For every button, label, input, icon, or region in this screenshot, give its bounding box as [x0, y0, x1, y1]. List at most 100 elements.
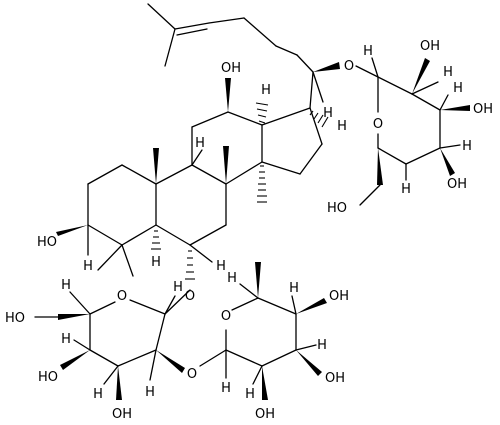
wedge-bond	[296, 350, 322, 376]
h-c3-label: H	[83, 259, 93, 274]
g2-oh2-label: OH	[255, 407, 275, 422]
g2-oh3-label: OH	[325, 371, 345, 386]
bond	[117, 349, 157, 367]
h-c9-label: H	[195, 136, 205, 151]
steroid-core: OH H H H HO H H	[37, 61, 347, 304]
wedge-bond	[225, 78, 231, 112]
g2-h4-label: H	[289, 281, 299, 296]
bond	[405, 147, 441, 165]
wedge-bond	[377, 148, 383, 185]
bond	[261, 161, 301, 175]
bond	[312, 71, 324, 103]
bond	[411, 93, 441, 111]
bond	[89, 349, 119, 367]
bond	[97, 244, 123, 271]
bond	[176, 28, 208, 36]
g1-h2-label: H	[443, 65, 453, 80]
bond	[155, 164, 193, 185]
sugar-ring-middle: O H H OH H H OH H OH	[199, 262, 349, 422]
bond	[359, 184, 381, 206]
bond	[199, 349, 227, 367]
wedge-bond	[156, 350, 185, 373]
bond	[164, 28, 176, 67]
bond	[225, 349, 263, 367]
wedge-bond	[412, 58, 430, 94]
hash-bond	[257, 165, 267, 203]
oh-c12-label: OH	[221, 61, 241, 76]
h-c6-label: H	[216, 259, 226, 274]
g2-oh4-label: OH	[329, 289, 349, 304]
bond	[309, 107, 323, 145]
hash-bond	[185, 250, 195, 280]
bond	[261, 349, 297, 367]
bond	[155, 313, 166, 351]
bond	[411, 81, 439, 95]
bond	[439, 94, 449, 111]
bond	[129, 299, 166, 315]
g3-h1-label: H	[173, 280, 183, 295]
bond	[239, 283, 259, 299]
g2-h1-label: H	[221, 381, 231, 396]
g2-o-label: O	[221, 309, 231, 324]
bond	[191, 111, 229, 128]
h-c24-label: H	[323, 106, 333, 121]
g1-oh4-label: OH	[447, 177, 467, 192]
g1-oh3-label: OH	[473, 102, 493, 117]
bond	[377, 147, 407, 165]
bond	[164, 289, 191, 315]
wedge-bond	[116, 366, 122, 400]
bond	[252, 365, 263, 385]
g3-h2-label: H	[145, 385, 155, 400]
bond	[189, 224, 227, 246]
wedge-bond	[223, 146, 229, 184]
wedge-bond	[153, 148, 159, 184]
bond	[191, 149, 203, 166]
g1-h3-label: H	[453, 81, 463, 96]
wedge-bond	[56, 225, 88, 236]
g3-oh4-label: HO	[38, 370, 58, 385]
bond	[377, 76, 413, 95]
bond	[121, 224, 157, 246]
bond	[208, 17, 245, 24]
bond	[191, 164, 227, 185]
bond	[69, 291, 91, 315]
g3-ch2oh-label: HO	[5, 311, 25, 326]
bond	[309, 71, 314, 109]
bond	[174, 22, 210, 30]
bond	[296, 54, 314, 73]
wedge-bond	[60, 350, 90, 370]
bond	[73, 339, 91, 351]
wedge-bond	[296, 298, 327, 314]
bond	[243, 17, 277, 47]
bond	[257, 297, 297, 315]
sugar-ring-right: H O OH H OH H H OH H HO	[327, 39, 493, 216]
bond	[89, 301, 116, 315]
wedge-bond	[58, 314, 90, 320]
g2-h3-label: H	[317, 338, 327, 353]
wedge-bond	[255, 262, 261, 298]
side-chain: O H	[147, 3, 354, 121]
bond	[121, 244, 134, 277]
hash-bond	[151, 230, 161, 250]
bond	[275, 45, 298, 56]
hash-bond	[309, 110, 329, 128]
g3-oh3-label: OH	[112, 407, 132, 422]
bond	[227, 111, 263, 126]
bond	[261, 107, 311, 126]
wedge-bond	[313, 62, 340, 72]
wedge-bond	[262, 366, 268, 400]
bond	[103, 365, 119, 385]
bond	[164, 295, 176, 315]
h-c5-label: H	[151, 255, 161, 270]
oh-c3-label: HO	[37, 235, 57, 250]
o-chain-label: O	[344, 59, 354, 74]
g1-h1-label: H	[363, 44, 373, 59]
bond	[189, 244, 213, 263]
bond	[149, 349, 157, 381]
bond	[147, 3, 176, 30]
g3-h4-label: H	[61, 332, 71, 347]
g2-h2-label: H	[245, 387, 255, 402]
g1-ch2oh-label: HO	[327, 201, 347, 216]
wedge-bond	[440, 148, 455, 176]
